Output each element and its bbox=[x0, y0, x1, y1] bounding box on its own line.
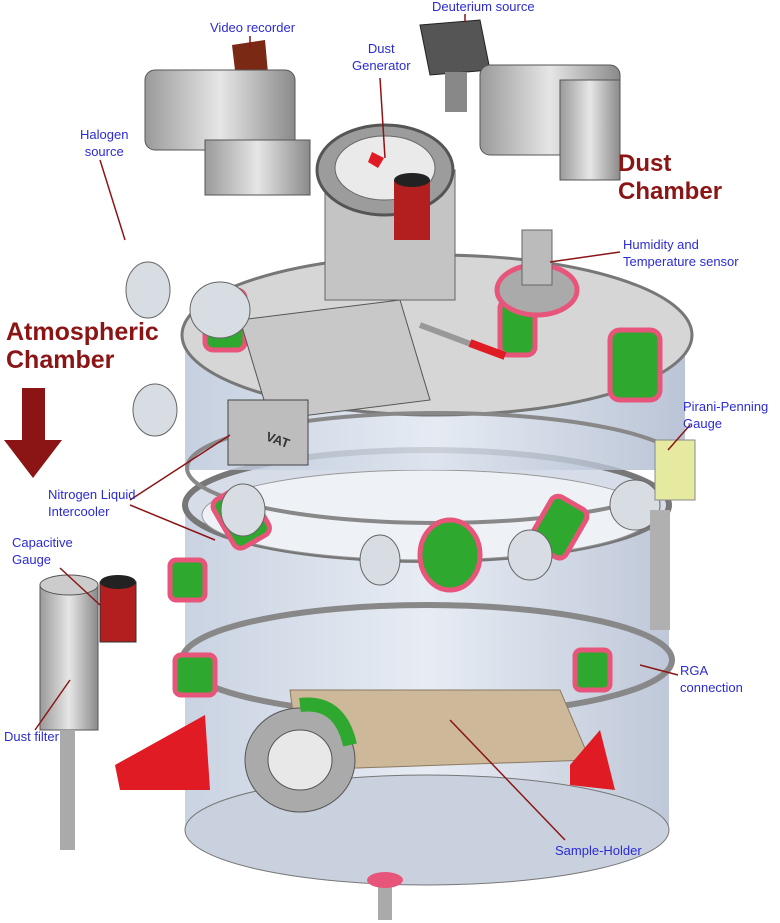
leader-lines bbox=[34, 14, 691, 841]
label-line: Capacitive bbox=[12, 535, 73, 550]
manipulator-stage bbox=[227, 299, 507, 466]
label-line: Halogen bbox=[80, 127, 129, 142]
title-line: Chamber bbox=[618, 178, 723, 205]
label-line: source bbox=[84, 144, 124, 159]
label-line: Gauge bbox=[12, 552, 52, 567]
label-capacitive-gauge: Capacitive Gauge bbox=[12, 534, 73, 568]
label-humidity-sensor: Humidity and Temperature sensor bbox=[623, 236, 739, 270]
dust-chamber bbox=[315, 123, 456, 301]
title-atmospheric-chamber: Atmospheric Chamber bbox=[6, 318, 159, 374]
label-pirani-gauge: Pirani-Penning Gauge bbox=[683, 398, 768, 432]
label-line: Generator bbox=[352, 58, 411, 73]
front-flange-port bbox=[244, 697, 357, 813]
label-sample-holder: Sample-Holder bbox=[555, 843, 642, 858]
bottom-feedthrough bbox=[367, 872, 403, 920]
red-brackets bbox=[115, 715, 615, 790]
label-rga-connection: RGA connection bbox=[680, 662, 743, 696]
dust-filter-assembly bbox=[39, 574, 137, 850]
down-arrow-icon bbox=[4, 388, 62, 478]
label-line: Dust bbox=[367, 41, 395, 56]
label-halogen-source: Halogen source bbox=[80, 126, 128, 160]
title-line: Atmospheric bbox=[6, 318, 159, 346]
label-line: RGA bbox=[680, 663, 709, 678]
deuterium-source bbox=[419, 19, 491, 112]
label-nitrogen-intercooler: Nitrogen Liquid Intercooler bbox=[48, 486, 135, 520]
title-dust-chamber: Dust Chamber bbox=[618, 150, 722, 206]
label-line: Humidity and bbox=[623, 237, 699, 252]
label-video-recorder: Video recorder bbox=[210, 20, 296, 35]
title-line: Dust bbox=[618, 150, 672, 177]
label-line: Gauge bbox=[683, 416, 723, 431]
title-line: Chamber bbox=[6, 346, 115, 374]
side-manipulators bbox=[144, 64, 621, 196]
label-dust-generator: Dust Generator bbox=[352, 40, 411, 74]
label-dust-filter: Dust filter bbox=[4, 729, 59, 744]
label-line: Temperature sensor bbox=[623, 254, 739, 269]
glass-viewports bbox=[125, 261, 661, 586]
label-line: connection bbox=[680, 680, 743, 695]
humidity-sensor bbox=[494, 229, 580, 318]
pirani-gauge bbox=[650, 439, 696, 630]
label-line: Pirani-Penning bbox=[683, 399, 769, 414]
label-line: Intercooler bbox=[48, 504, 110, 519]
label-deuterium-source: Deuterium source bbox=[432, 0, 535, 14]
label-line: Nitrogen Liquid bbox=[48, 487, 136, 502]
